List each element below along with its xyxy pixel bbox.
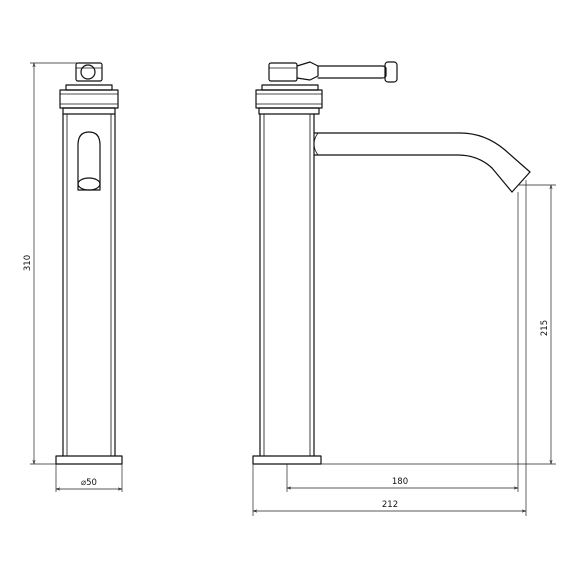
dimension-label-215: 215: [540, 320, 550, 336]
dimension-height-total: 310: [23, 62, 78, 465]
dimension-spout-height: 215: [321, 184, 556, 465]
side-view: [252, 61, 531, 465]
front-outlet-slot: [77, 131, 101, 191]
side-base: [252, 455, 322, 465]
dimension-spout-reach: 180: [286, 192, 519, 492]
front-base: [55, 455, 123, 465]
dimension-label-212: 212: [382, 500, 398, 510]
side-body: [259, 113, 315, 457]
side-collar: [255, 84, 323, 115]
front-collar: [59, 84, 119, 115]
dimension-overall-length: 212: [252, 180, 527, 516]
dimension-label-180: 180: [392, 477, 408, 487]
front-handle: [75, 62, 103, 82]
front-view: [55, 62, 123, 465]
side-spout: [313, 132, 531, 193]
dimension-label-310: 310: [23, 255, 33, 271]
side-lever: [268, 61, 398, 83]
dimension-base-diameter: ⌀50: [55, 464, 123, 492]
dimension-label-diameter: ⌀50: [81, 478, 97, 488]
front-body: [62, 113, 116, 457]
